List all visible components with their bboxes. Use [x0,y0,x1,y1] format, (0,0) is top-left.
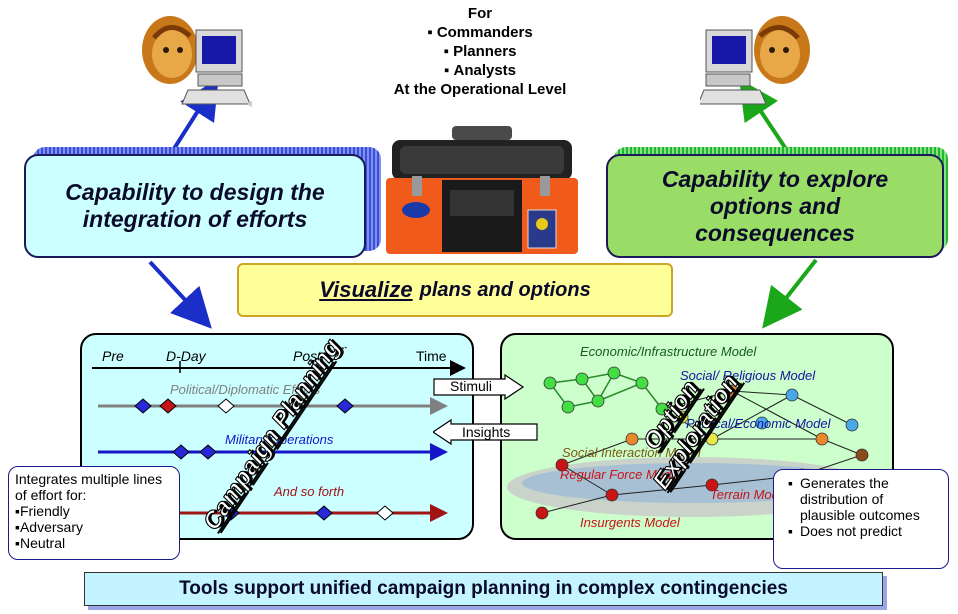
bottom-banner-text: Tools support unified campaign planning … [179,578,788,599]
design-capability-text: Capability to design the integration of … [65,179,325,232]
timeline-dday: D-Day [166,348,206,364]
explore-capability-box: Capability to explore options and conseq… [606,154,944,258]
explore-capability-text: Capability to explore options and conseq… [661,165,889,246]
integrates-item-neutral: Neutral [15,535,173,551]
audience-heading: For [467,5,493,22]
model-regular-force: Regular Force Model [560,467,682,482]
visualize-rest: plans and options [419,278,591,301]
model-social-interaction: Social Interaction Model [562,445,701,460]
toolbox-icon [386,126,578,254]
arrow-to-option-exploration [762,258,818,329]
effort-label-political: Political/Diplomatic Efforts [170,382,321,397]
timeline-pre: Pre [102,348,124,364]
visualize-keyword: Visualize [319,277,413,302]
analyst-computer-icon [142,16,252,107]
audience-footer: At the Operational Level [393,81,567,98]
audience-item-commanders: Commanders [380,23,580,42]
timeline-time: Time [416,348,447,364]
audience-list: For Commanders Planners Analysts At the … [380,4,580,99]
timeline-post: Post [293,348,322,364]
model-insurgents: Insurgents Model [580,515,680,530]
arrow-to-campaign-planning [148,260,212,329]
integrates-item-friendly: Friendly [15,503,173,519]
model-political-economic: Political/Economic Model [686,416,831,431]
stimuli-arrow [433,374,525,400]
integrates-intro: Integrates multiple lines of effort for: [15,471,163,503]
effort-label-other: And so forth [274,484,345,499]
stimuli-label: Stimuli [450,378,493,394]
integrates-callout: Integrates multiple lines of effort for:… [8,466,180,560]
audience-item-analysts: Analysts [380,61,580,80]
insights-label: Insights [462,424,511,440]
model-social-religious: Social/ Religious Model [680,368,816,383]
model-economic: Economic/Infrastructure Model [580,344,757,359]
model-terrain: Terrain Model [710,487,790,502]
generates-callout: Generates the distribution of plausible … [773,469,949,569]
design-capability-box: Capability to design the integration of … [24,154,366,258]
generates-item-distribution: Generates the distribution of plausible … [788,475,940,523]
effort-label-military: Military Operations [225,432,334,447]
visualize-banner: Visualize plans and options [237,263,673,317]
bottom-banner: Tools support unified campaign planning … [84,572,883,606]
campaign-timeline [92,360,466,522]
generates-item-no-predict: Does not predict [788,523,940,539]
integrates-item-adversary: Adversary [15,519,173,535]
planner-computer-icon [700,16,810,105]
audience-item-planners: Planners [380,42,580,61]
insights-arrow [433,419,538,445]
